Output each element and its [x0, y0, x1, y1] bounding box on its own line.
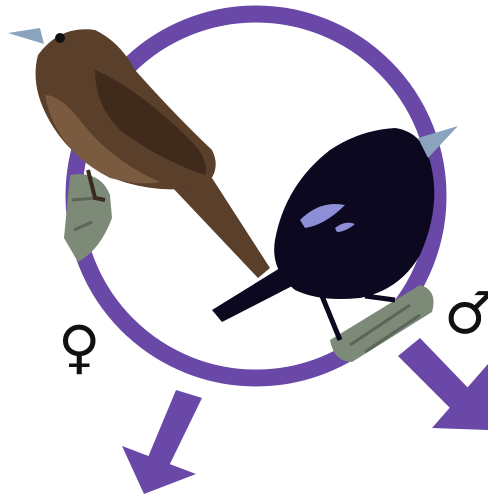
female-perch-branch	[64, 174, 112, 262]
female-bird-beak	[8, 28, 44, 44]
male-arrow-icon	[398, 338, 488, 430]
female-symbol: ♀	[58, 318, 100, 376]
male-symbol: ♂	[444, 284, 488, 342]
female-arrow-icon	[122, 390, 202, 494]
